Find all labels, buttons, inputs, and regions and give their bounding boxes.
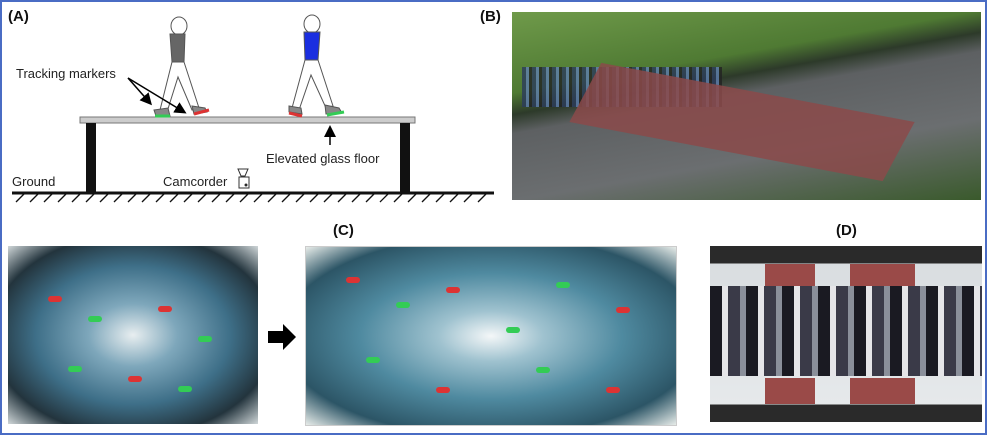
ground-label: Ground xyxy=(12,174,56,189)
right-arrow-icon xyxy=(268,324,296,350)
glass-floor xyxy=(79,116,416,124)
panel-b-label: (B) xyxy=(480,8,501,25)
walker-blue xyxy=(288,14,345,118)
overhead-crowd-photo xyxy=(710,246,982,422)
left-leg xyxy=(86,123,96,193)
crowd-overhead xyxy=(710,286,982,376)
camcorder-label: Camcorder xyxy=(163,174,228,189)
panel-d-label: (D) xyxy=(836,222,857,239)
tracking-markers-label: Tracking markers xyxy=(16,66,116,81)
panel-c-label: (C) xyxy=(333,222,354,239)
marker-arrow-2 xyxy=(127,77,187,114)
panel-a-label: (A) xyxy=(8,8,29,25)
elevated-glass-floor-label: Elevated glass floor xyxy=(266,151,380,166)
elevated-stage xyxy=(569,62,915,182)
marker-arrow-1 xyxy=(127,77,152,106)
fisheye-raw-image xyxy=(8,246,258,424)
experiment-site-photo xyxy=(512,12,981,200)
rectified-floor-image xyxy=(305,246,677,426)
walker-gray xyxy=(153,16,210,118)
camcorder-icon xyxy=(237,168,250,189)
panel-a-diagram xyxy=(12,14,494,203)
ground-hatch xyxy=(15,193,487,203)
right-leg xyxy=(400,123,410,193)
